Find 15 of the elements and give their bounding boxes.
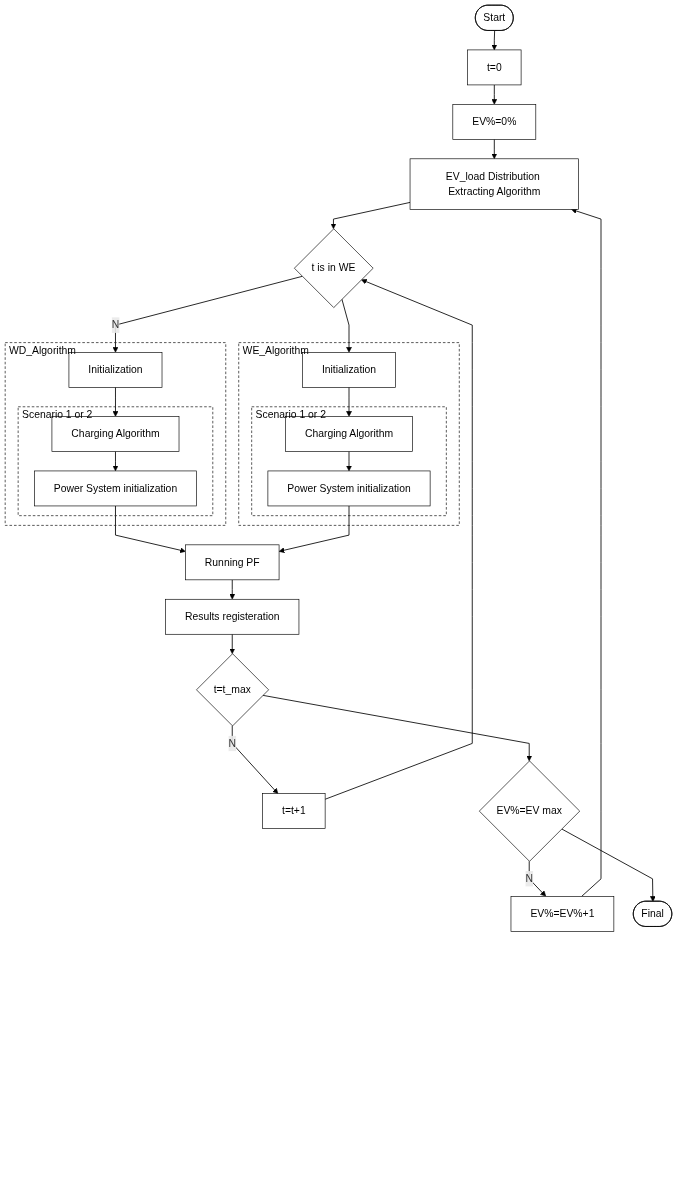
node-box: Power System initialization bbox=[34, 470, 197, 507]
node-box: EV%=0% bbox=[452, 104, 537, 140]
node-box: Power System initialization bbox=[267, 470, 431, 507]
node-box: Results registeration bbox=[165, 598, 300, 635]
node-diamond: t is in WE bbox=[294, 228, 374, 308]
node-box: Running PF bbox=[185, 544, 280, 581]
node-diamond: EV%=EV max bbox=[479, 760, 581, 862]
node-diamond: t=t_max bbox=[196, 653, 269, 727]
node-box: t=0 bbox=[467, 49, 522, 86]
edge-label: N bbox=[525, 873, 533, 885]
edge-label: N bbox=[228, 737, 236, 749]
edge-label: N bbox=[111, 319, 120, 331]
node-box: EV%=EV%+1 bbox=[510, 896, 615, 932]
node-box: EV_load Distribution Extracting Algorithm bbox=[409, 158, 579, 210]
node-box: t=t+1 bbox=[262, 793, 326, 829]
